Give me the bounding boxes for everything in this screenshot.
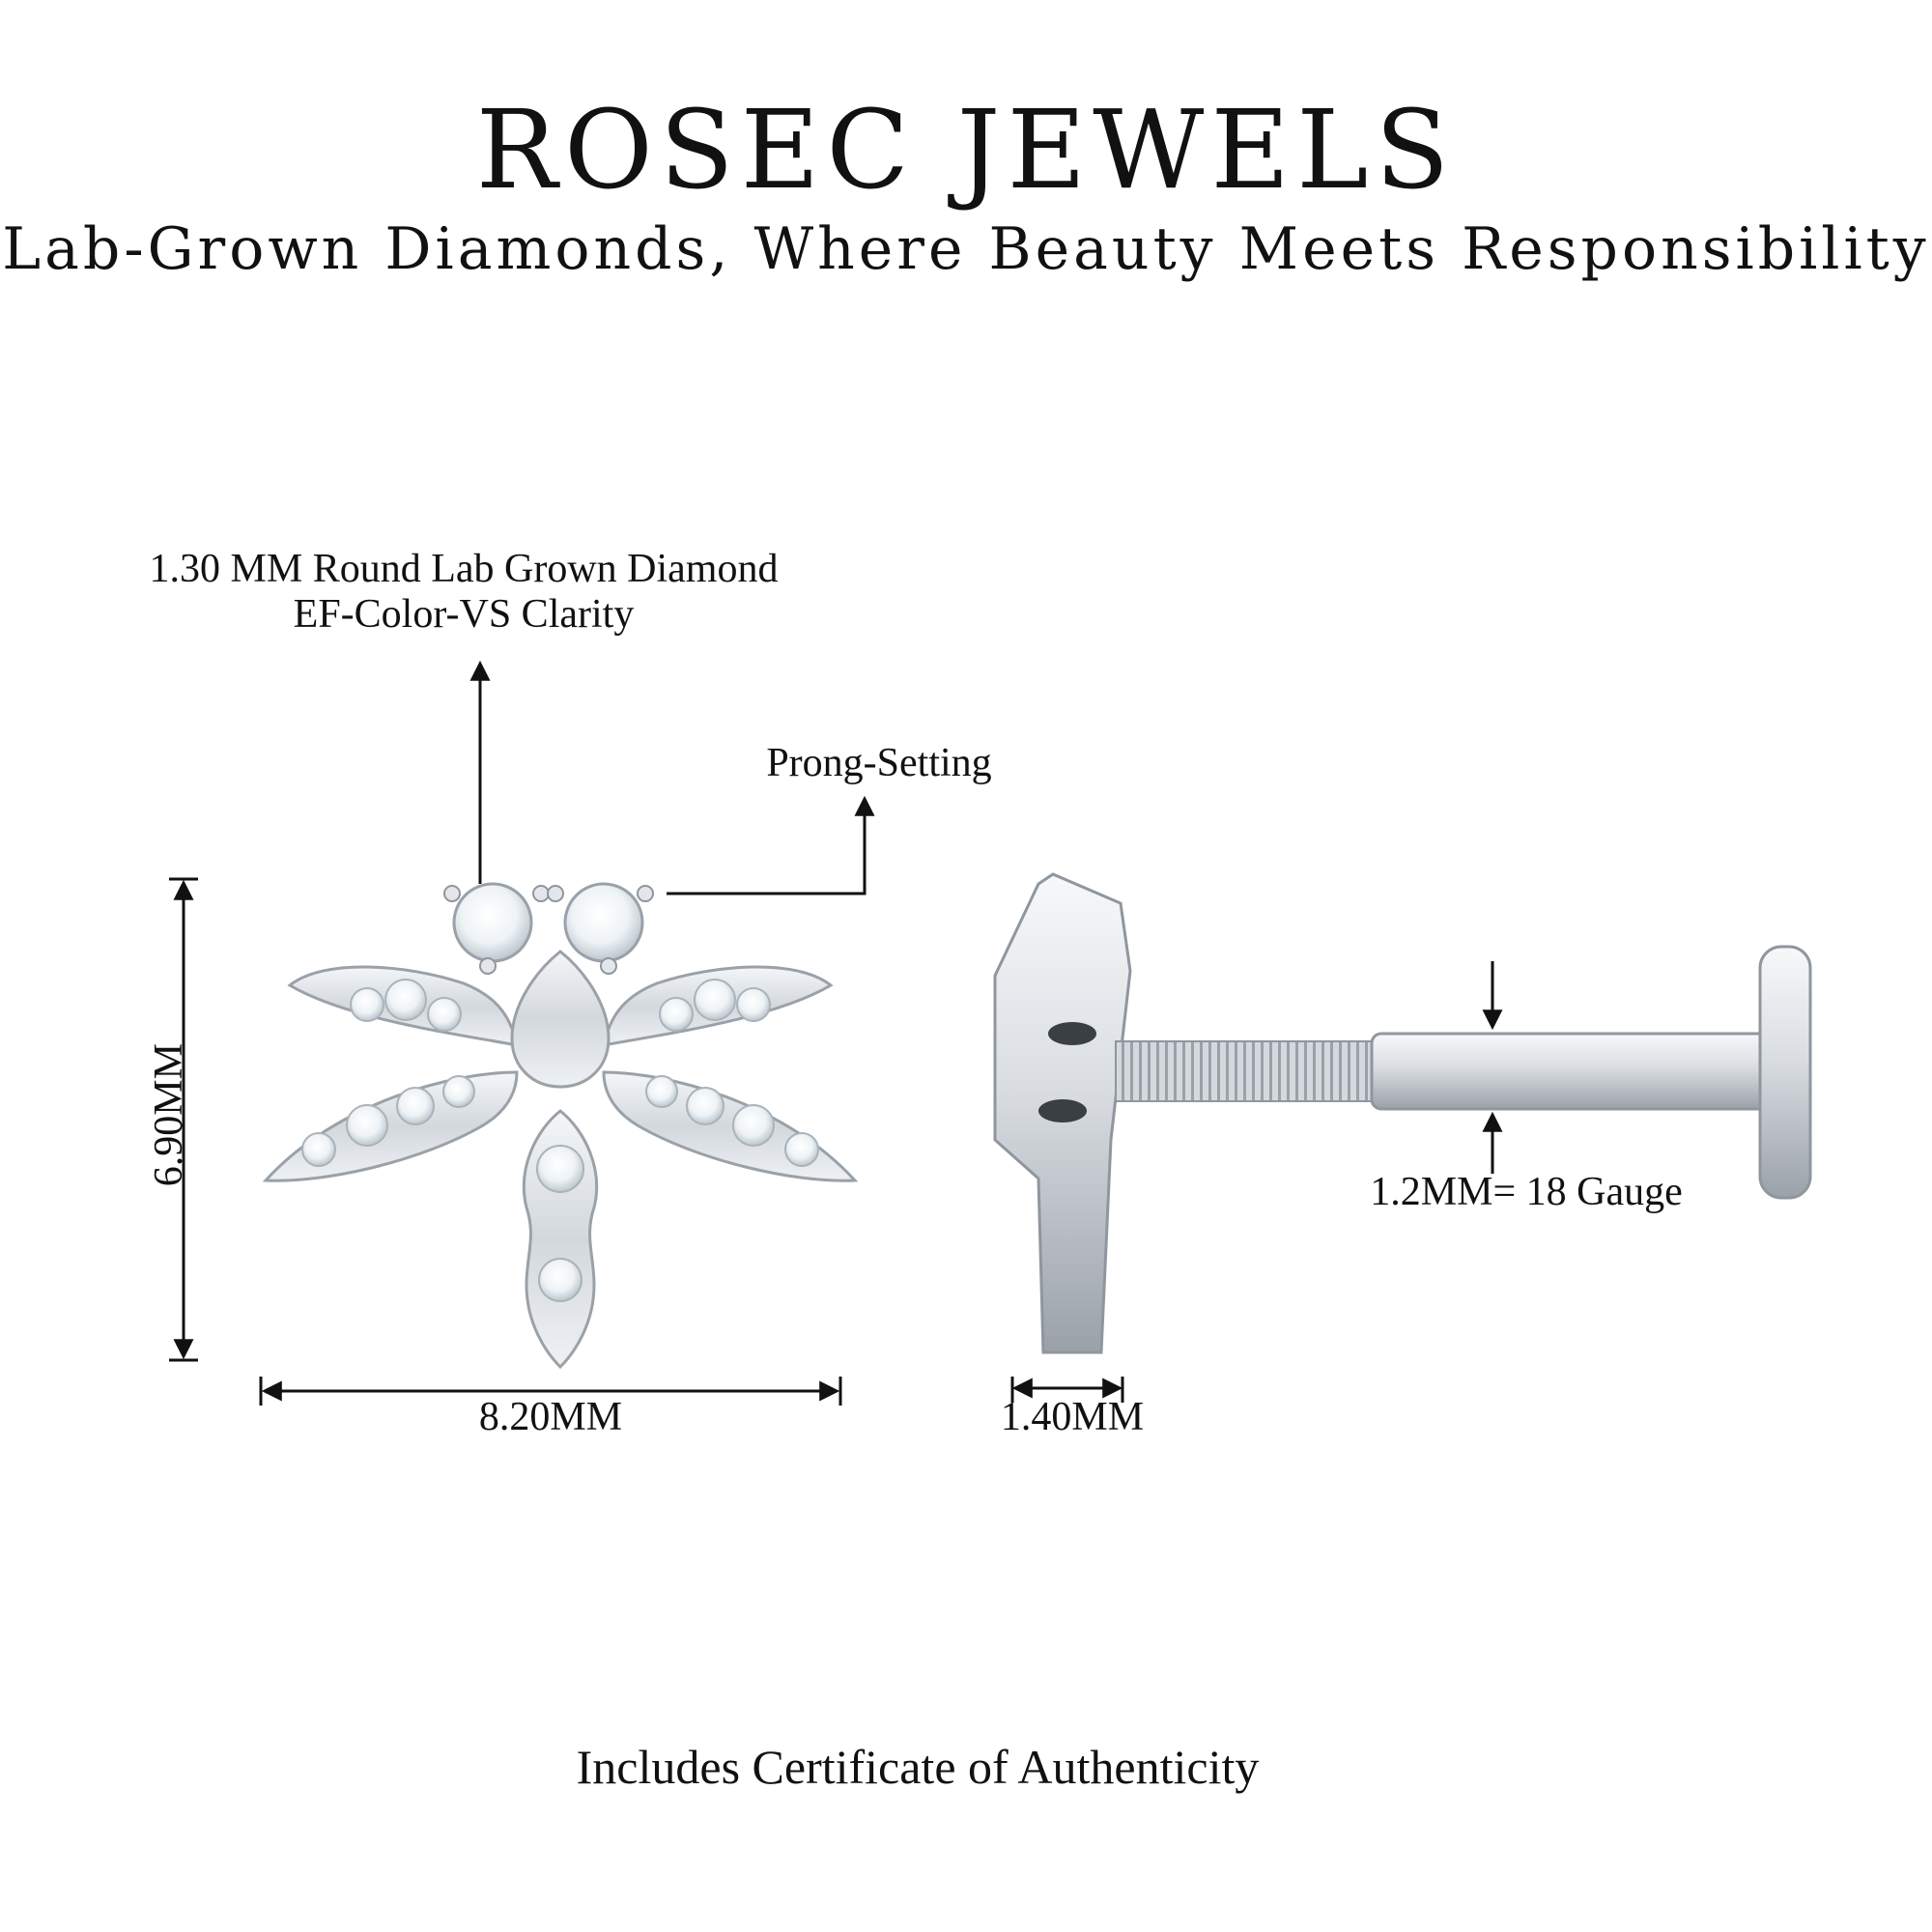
depth-dimension-label: 1.40MM bbox=[1000, 1395, 1145, 1439]
tail-diamond-upper bbox=[536, 1145, 584, 1193]
eye-diamond-right bbox=[563, 882, 644, 963]
width-dimension-label: 8.20MM bbox=[478, 1395, 623, 1439]
dragonfly-body bbox=[510, 950, 611, 1089]
prong-callout-arrow bbox=[667, 795, 875, 895]
smooth-post bbox=[1370, 1032, 1779, 1111]
prong-setting-label: Prong-Setting bbox=[766, 741, 992, 785]
diamond-spec-label: 1.30 MM Round Lab Grown Diamond bbox=[149, 547, 779, 591]
wing-lower-left bbox=[262, 1070, 519, 1182]
eye-diamond-left bbox=[452, 882, 533, 963]
certificate-note: Includes Certificate of Authenticity bbox=[576, 1740, 1260, 1794]
diamond-quality-label: EF-Color-VS Clarity bbox=[293, 592, 635, 637]
brand-tagline: Lab-Grown Diamonds, Where Beauty Meets R… bbox=[2, 215, 1930, 283]
prong-beads bbox=[443, 885, 654, 975]
dragonfly-front-view bbox=[262, 882, 859, 1370]
brand-title: ROSEC JEWELS bbox=[475, 88, 1457, 213]
wing-diamonds bbox=[301, 979, 819, 1167]
wing-lower-right bbox=[602, 1070, 859, 1182]
dimension-lines bbox=[169, 660, 1503, 1406]
flat-back-disc bbox=[1758, 945, 1812, 1200]
height-dimension-label: 6.90MM bbox=[146, 1043, 191, 1187]
gauge-label: 1.2MM= 18 Gauge bbox=[1370, 1170, 1683, 1214]
stud-side-view bbox=[993, 872, 1812, 1354]
threaded-post bbox=[1115, 1040, 1378, 1102]
tail-diamond-lower bbox=[538, 1258, 582, 1302]
